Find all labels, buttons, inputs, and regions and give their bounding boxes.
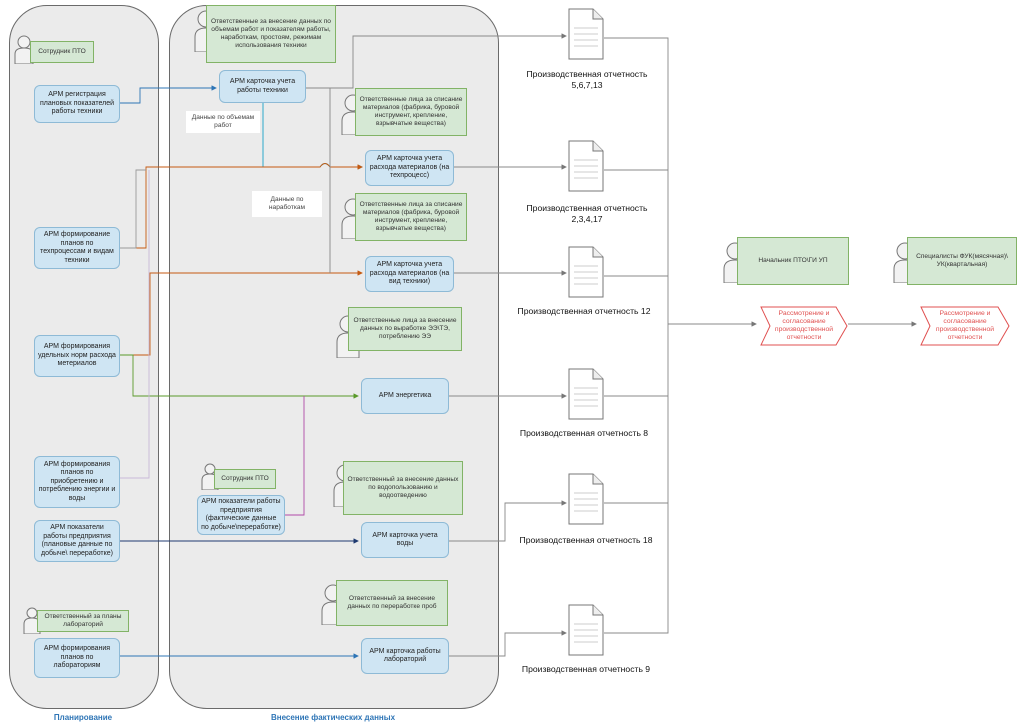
box-water[interactable]: АРМ карточка учета воды xyxy=(361,522,449,558)
report-document-icon-6 xyxy=(568,604,604,656)
box-plans-techprocess[interactable]: АРМ формирование планов по техпроцессам … xyxy=(34,227,120,269)
box-enterprise-plan[interactable]: АРМ показатели работы предприятия (плано… xyxy=(34,520,120,562)
report-label-3: Производственная отчетность 12 xyxy=(517,306,651,316)
note-fuk-specialists: Специалисты ФУК(мясячная)\ УК(квартальна… xyxy=(907,237,1017,285)
box-plan-indicators[interactable]: АРМ регистрация плановых показателей раб… xyxy=(34,85,120,123)
report-label-2: Производственная отчетность 2,3,4,17 xyxy=(506,203,668,225)
review-step-1-text: Рассмотрение и согласование производстве… xyxy=(774,310,834,341)
report-label-4: Производственная отчетность 8 xyxy=(519,428,649,438)
box-materials-vehicle[interactable]: АРМ карточка учета расхода материалов (н… xyxy=(365,256,454,292)
report-document-icon-1 xyxy=(568,8,604,60)
note-vehicle-responsible: Ответственные за внесение данных по объе… xyxy=(206,5,336,63)
box-vehicle-card[interactable]: АРМ карточка учета работы техники xyxy=(219,70,306,103)
report-document-icon-2 xyxy=(568,140,604,192)
review-step-2-text: Рассмотрение и согласование производстве… xyxy=(935,310,995,341)
review-step-2[interactable]: Рассмотрение и согласование производстве… xyxy=(920,306,1010,346)
edge-label-work-volumes: Данные по объемам работ xyxy=(186,111,260,133)
box-lab-plans[interactable]: АРМ формирования планов по лабораториям xyxy=(34,638,120,678)
box-energy-plans[interactable]: АРМ формирования планов по приобретению … xyxy=(34,456,120,508)
review-step-1[interactable]: Рассмотрение и согласование производстве… xyxy=(760,306,848,346)
lane-title-planning: Планирование xyxy=(53,713,113,722)
report-document-icon-5 xyxy=(568,473,604,525)
note-lab-plans-responsible: Ответственный за планы лабораторий xyxy=(37,610,129,632)
note-samples-responsible: Ответственный за внесение данных по пере… xyxy=(336,580,448,626)
note-energy-responsible: Ответственные лица за внесение данных по… xyxy=(348,307,462,351)
report-label-1: Производственная отчетность 5,6,7,13 xyxy=(506,69,668,91)
note-materials-responsible-2: Ответственные лица за списание материало… xyxy=(355,193,467,241)
box-enterprise-fact[interactable]: АРМ показатели работы предприятия (факти… xyxy=(197,495,285,535)
note-pto-staff: Сотрудник ПТО xyxy=(30,41,94,63)
report-label-1-title: Производственная отчетность xyxy=(526,69,648,79)
chevron-shape-1 xyxy=(760,306,848,346)
note-materials-responsible-1: Ответственные лица за списание материало… xyxy=(355,88,467,136)
box-materials-techprocess[interactable]: АРМ карточка учета расхода материалов (н… xyxy=(365,150,454,186)
chevron-shape-2 xyxy=(920,306,1010,346)
note-head-pto: Начальник ПТО\ГИ УП xyxy=(737,237,849,285)
note-pto-staff-2: Сотрудник ПТО xyxy=(214,469,276,489)
report-document-icon-4 xyxy=(568,368,604,420)
report-document-icon-3 xyxy=(568,246,604,298)
report-label-2-numbers: 2,3,4,17 xyxy=(571,214,603,224)
report-label-5: Производственная отчетность 18 xyxy=(519,535,653,545)
report-label-1-numbers: 5,6,7,13 xyxy=(571,80,603,90)
report-label-6: Производственная отчетность 9 xyxy=(521,664,651,674)
lane-title-actual: Внесение фактических данных xyxy=(270,713,396,722)
box-norms[interactable]: АРМ формирования удельных норм расхода м… xyxy=(34,335,120,377)
box-energy[interactable]: АРМ энергетика xyxy=(361,378,449,414)
box-lab-card[interactable]: АРМ карточка работы лабораторий xyxy=(361,638,449,674)
note-water-responsible: Ответственный за внесение данных по водо… xyxy=(343,461,463,515)
edge-label-operating-hours: Данные по наработкам xyxy=(252,191,322,217)
report-label-2-title: Производственная отчетность xyxy=(526,203,648,213)
